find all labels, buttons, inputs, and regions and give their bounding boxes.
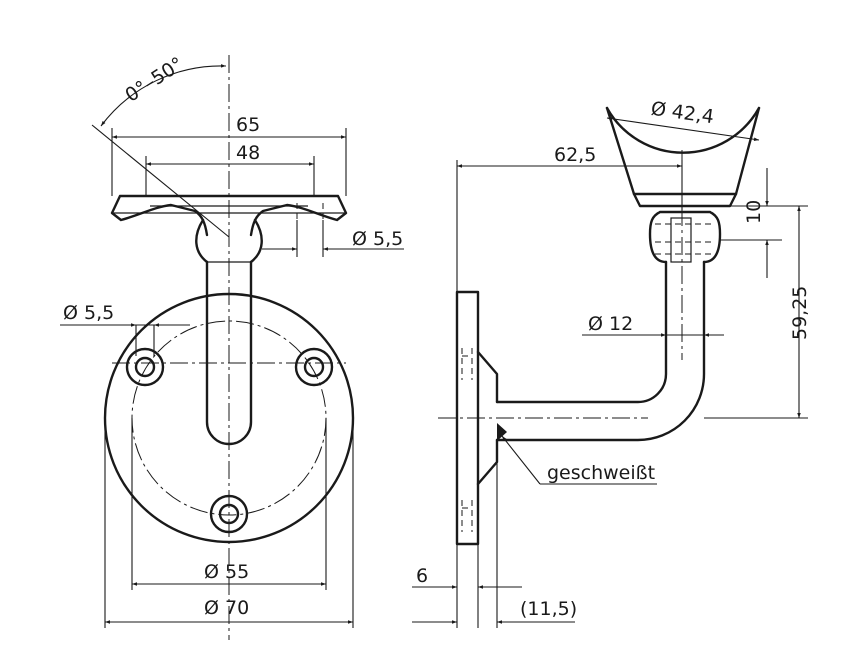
mounting-hole-right: [294, 347, 334, 387]
dim-5925-label: 59,25: [789, 286, 811, 340]
dim-625-label: 62,5: [554, 144, 596, 166]
dim-65-label: 65: [236, 114, 260, 136]
dim-6-label: 6: [416, 565, 428, 587]
dim-d70-label: Ø 70: [204, 597, 249, 619]
dim-d55-left-label: Ø 5,5: [63, 302, 114, 324]
hidden-screw-top: [461, 348, 473, 380]
joint-neck: [195, 218, 263, 264]
dim-d55-top-label: Ø 5,5: [352, 228, 403, 250]
dim-115-label: (11,5): [520, 598, 577, 620]
angle-arc: [100, 64, 227, 127]
dim-48-label: 48: [236, 142, 260, 164]
hidden-screw-bottom: [461, 500, 473, 532]
bent-arm-inner: [495, 260, 668, 404]
bent-arm-outer: [495, 260, 706, 442]
weld-leader: [501, 435, 541, 485]
weld-mark: [497, 423, 507, 441]
dim-d424-line: [606, 116, 760, 142]
mounting-hole-bottom: [209, 494, 249, 534]
angle-label: 0°–50°: [121, 53, 187, 107]
weld-label: geschweißt: [547, 462, 655, 484]
side-view: Ø 42,4 62,5 10 59,25 Ø 12 geschweißt 6: [412, 98, 811, 628]
support-arm: [205, 260, 253, 446]
dim-d12-label: Ø 12: [588, 313, 633, 335]
angle-line: [91, 124, 230, 238]
dim-d424-label: Ø 42,4: [650, 98, 716, 129]
front-view: 0°–50° 65 48 Ø 5,5 Ø 5,5 Ø 55: [60, 53, 404, 640]
mounting-hole-left: [125, 347, 165, 387]
dim-10-label: 10: [743, 200, 765, 224]
arm-joint: [648, 210, 722, 264]
dim-d55-bottom-label: Ø 55: [204, 561, 249, 583]
